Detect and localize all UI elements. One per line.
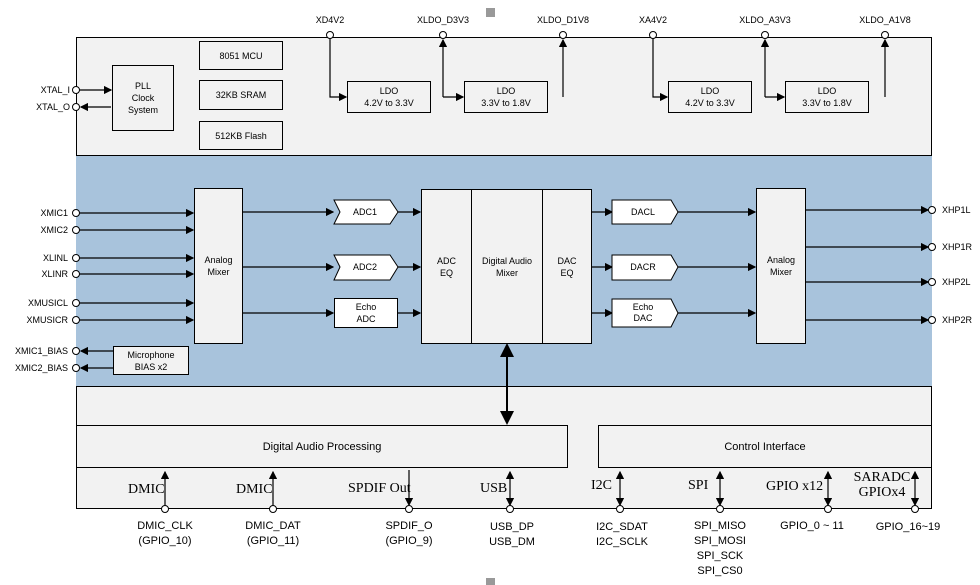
- interface-gpio-x12: GPIO x12: [766, 479, 824, 494]
- adc2-label: ADC2: [352, 262, 377, 272]
- power-label-xldo-d3v3: XLDO_D3V3: [416, 15, 470, 25]
- interface-dmic-clk: DMIC: [128, 482, 165, 497]
- analog-mixer-out-box: Analog Mixer: [756, 188, 806, 344]
- pin-spi: SPI_MISO SPI_MOSI SPI_SCK SPI_CS0: [694, 520, 746, 577]
- pin-gpio-16-19: GPIO_16~19: [875, 521, 941, 533]
- interface-dmic-dat: DMIC: [236, 482, 273, 497]
- pin-dmic-dat: DMIC_DAT (GPIO_11): [245, 520, 301, 547]
- microphone-bias-box: Microphone BIAS x2: [113, 346, 189, 375]
- pin-xmic2-bias: XMIC2_BIAS: [14, 363, 68, 373]
- pll-clock-system-box: PLL Clock System: [112, 65, 174, 131]
- pin-dmic-clk: DMIC_CLK (GPIO_10): [137, 520, 193, 547]
- pin-xhp2r: XHP2R: [942, 315, 973, 325]
- pin-xlinr: XLINR: [41, 269, 68, 279]
- pin-xhp1l: XHP1L: [942, 205, 971, 215]
- ldo-a3v3-box: LDO 4.2V to 3.3V: [668, 81, 752, 113]
- adc1-label: ADC1: [352, 207, 377, 217]
- ldo-d3v3-box: LDO 4.2V to 3.3V: [347, 81, 431, 113]
- adc2-shape: [333, 254, 399, 281]
- pin-xtal-i: XTAL_I: [40, 85, 70, 95]
- interface-i2c: I2C: [591, 478, 612, 493]
- bottom-marker: [486, 578, 495, 585]
- pin-xhp1r: XHP1R: [942, 242, 973, 252]
- interface-spdif-out: SPDIF Out: [348, 481, 411, 496]
- dacr-shape: [611, 254, 679, 281]
- pin-i2c: I2C_SDAT I2C_SCLK: [596, 521, 648, 548]
- adc-eq-box: ADC EQ: [421, 189, 472, 344]
- echo-dac-label: Echo DAC: [632, 302, 654, 323]
- dacr-label: DACR: [630, 262, 656, 272]
- power-label-xldo-d1v8: XLDO_D1V8: [536, 15, 590, 25]
- pin-xmic2: XMIC2: [40, 225, 68, 235]
- power-label-xa4v2: XA4V2: [638, 15, 668, 25]
- pin-gpio-0-11: GPIO_0 ~ 11: [780, 520, 844, 532]
- power-label-xd4v2: XD4V2: [315, 15, 345, 25]
- interface-usb: USB: [480, 481, 508, 496]
- ldo-d1v8-box: LDO 3.3V to 1.8V: [464, 81, 548, 113]
- analog-mixer-in-box: Analog Mixer: [194, 188, 243, 344]
- dac-eq-box: DAC EQ: [542, 189, 592, 344]
- dacl-label: DACL: [630, 207, 655, 217]
- control-interface-box: Control Interface: [598, 425, 932, 468]
- adc1-shape: [333, 199, 399, 225]
- flash-box: 512KB Flash: [199, 121, 283, 150]
- interface-saradc-gpio: SARADC GPIOx4: [853, 470, 911, 500]
- pin-spdif-o: SPDIF_O (GPIO_9): [385, 520, 433, 547]
- power-label-xldo-a3v3: XLDO_A3V3: [739, 15, 791, 25]
- dacl-shape: [611, 199, 679, 225]
- top-marker: [486, 8, 495, 17]
- pin-xmic1: XMIC1: [40, 208, 68, 218]
- pin-xhp2l: XHP2L: [942, 277, 971, 287]
- ldo-a1v8-box: LDO 3.3V to 1.8V: [785, 81, 869, 113]
- pin-xmic1-bias: XMIC1_BIAS: [14, 346, 68, 356]
- digital-audio-processing-box: Digital Audio Processing: [76, 425, 568, 468]
- echo-adc-box: Echo ADC: [334, 298, 398, 328]
- pin-xmusicr: XMUSICR: [26, 315, 68, 325]
- echo-dac-shape: [611, 298, 679, 328]
- pin-xtal-o: XTAL_O: [36, 102, 70, 112]
- interface-spi: SPI: [688, 478, 709, 493]
- pin-xmusicl: XMUSICL: [27, 298, 68, 308]
- power-label-xldo-a1v8: XLDO_A1V8: [859, 15, 911, 25]
- mcu-box: 8051 MCU: [199, 41, 283, 70]
- pin-usb: USB_DP USB_DM: [489, 521, 535, 548]
- digital-audio-mixer-box: Digital Audio Mixer: [471, 189, 543, 344]
- pin-xlinl: XLINL: [42, 253, 68, 263]
- sram-box: 32KB SRAM: [199, 80, 283, 110]
